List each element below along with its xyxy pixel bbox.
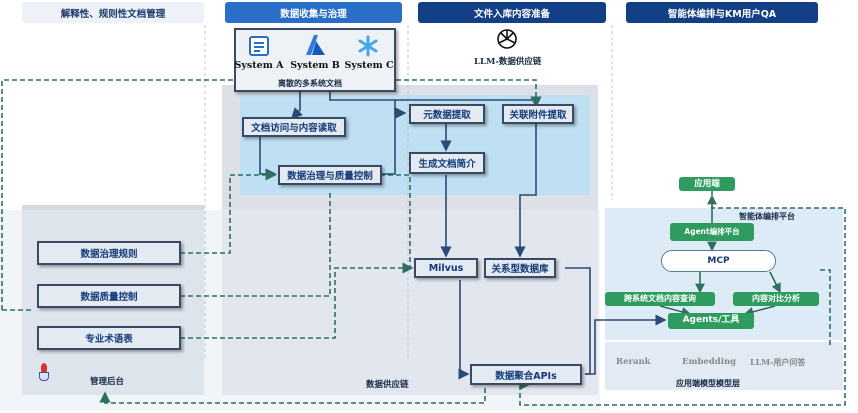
rerank-label: Rerank — [616, 357, 651, 367]
supply-chain-label: 数据供应链 — [366, 380, 409, 390]
agent-platform-box[interactable]: Agent编排平台 — [670, 223, 754, 241]
doc-access-box[interactable]: 文档访问与内容读取 — [242, 117, 346, 137]
openai-icon — [497, 29, 517, 49]
sources-caption: 离散的多系统文档 — [278, 79, 342, 88]
rdb-box[interactable]: 关系型数据库 — [484, 258, 556, 278]
summary-box[interactable]: 生成文档简介 — [409, 152, 485, 174]
header-col4: 智能体编排与KM用户QA — [626, 2, 818, 23]
governance-box[interactable]: 数据治理与质量控制 — [278, 165, 382, 185]
app-box[interactable]: 应用端 — [679, 177, 735, 191]
system-b-icon — [306, 35, 325, 55]
llm-caption: LLM-数据供应链 — [474, 57, 542, 67]
compare-box[interactable]: 内容对比分析 — [733, 292, 819, 306]
embedding-label: Embedding — [682, 357, 737, 367]
header-col3: 文件入库内容准备 — [418, 2, 606, 23]
attachment-box[interactable]: 关联附件提取 — [502, 104, 574, 124]
header-col1: 解释性、规则性文档管理 — [22, 2, 204, 23]
system-a-icon — [249, 36, 269, 56]
quality-box[interactable]: 数据质量控制 — [37, 284, 181, 308]
admin-logo-icon — [38, 363, 50, 383]
model-layer-zone — [605, 342, 843, 390]
system-a-label: System A — [234, 60, 284, 71]
mcp-box[interactable]: MCP — [661, 250, 776, 272]
apis-box[interactable]: 数据聚合APIs — [470, 364, 582, 385]
admin-label: 管理后台 — [90, 377, 125, 387]
system-c-icon — [358, 35, 378, 57]
system-c-label: System C — [344, 60, 394, 71]
metadata-box[interactable]: 元数据提取 — [409, 104, 485, 124]
llm-qa-label: LLM-用户问答 — [750, 357, 806, 367]
rules-box[interactable]: 数据治理规则 — [37, 241, 181, 265]
system-b-label: System B — [290, 60, 340, 71]
model-layer-label: 应用端模型模型层 — [676, 379, 740, 388]
cross-query-box[interactable]: 跨系统文档内容查询 — [605, 292, 715, 306]
milvus-box[interactable]: Milvus — [414, 258, 478, 278]
agents-box[interactable]: Agents/工具 — [668, 313, 754, 329]
glossary-box[interactable]: 专业术语表 — [37, 326, 181, 350]
header-col2: 数据收集与治理 — [225, 2, 402, 23]
platform-title: 智能体编排平台 — [739, 212, 795, 221]
